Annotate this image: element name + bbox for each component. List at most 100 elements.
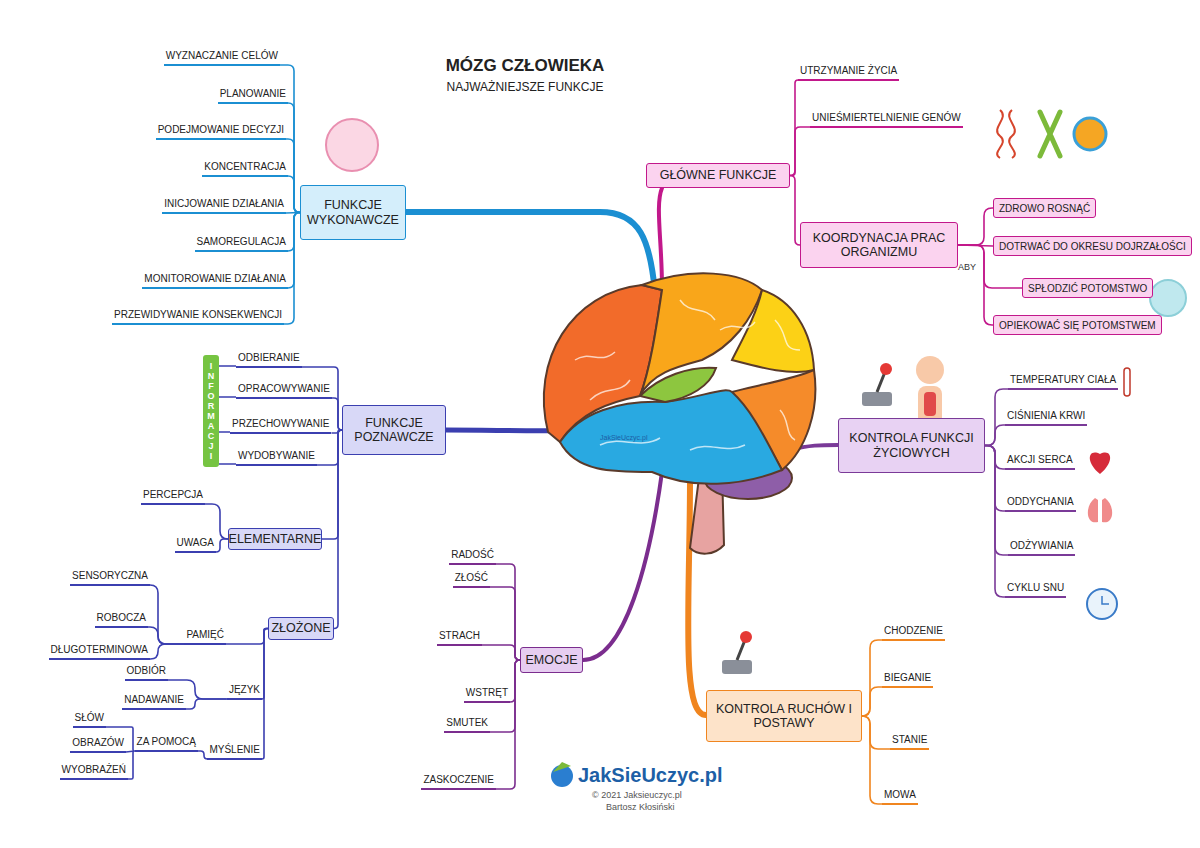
leaf-item: ROBOCZA <box>95 611 148 628</box>
text-label: ABY <box>958 262 976 272</box>
node-text: DŁUGOTERMINOWA <box>51 644 148 655</box>
node-text: INFORMACJI <box>206 361 216 461</box>
node-text: ZA POMOCĄ <box>137 736 196 747</box>
leaf-item: UWAGA <box>175 536 216 553</box>
heart-icon <box>1090 453 1110 474</box>
branch-connector <box>331 430 342 433</box>
leaf-item: MONITOROWANIE DZIAŁANIA <box>142 272 288 289</box>
node-text: OBRAZÓW <box>72 737 124 748</box>
brain-icon <box>326 119 378 171</box>
branch-connector <box>286 212 300 214</box>
branch-box: ZŁOŻONE <box>268 617 334 640</box>
info-bar: INFORMACJI <box>203 355 219 467</box>
body-icon-organs <box>924 392 936 416</box>
node-text: TEMPERATURY CIAŁA <box>1010 374 1116 385</box>
text-label: NAJWAŻNIEJSZE FUNKCJE <box>430 80 620 94</box>
branch-box: KONTROLA FUNKCJI ŻYCIOWYCH <box>838 418 985 473</box>
branch-connector <box>790 127 810 176</box>
branch-connector <box>334 430 342 629</box>
dna-icon <box>997 110 1015 158</box>
node-text: STANIE <box>892 734 927 745</box>
leaf-item: SMUTEK <box>444 716 490 733</box>
node-text: ROBOCZA <box>97 612 146 623</box>
node-text: PLANOWANIE <box>220 88 286 99</box>
leaf-item: UTRZYMANIE ŻYCIA <box>798 64 899 81</box>
leaf-item: ZA POMOCĄ <box>135 735 198 752</box>
branch-connector <box>216 539 228 552</box>
leaf-item: PRZECHOWYWANIE <box>230 417 331 434</box>
leaf-item: STRACH <box>437 629 482 646</box>
leaf-item: SENSORYCZNA <box>70 569 150 586</box>
branch-connector <box>186 699 227 709</box>
leaf-item: CYKLU SNU <box>1005 581 1066 598</box>
node-text: UTRZYMANIE ŻYCIA <box>800 65 897 76</box>
leaf-item: CHODZENIE <box>882 624 945 641</box>
leaf-item: STANIE <box>890 733 929 750</box>
clock-hands <box>1102 596 1109 604</box>
branch-connector <box>862 716 890 749</box>
leaf-item: BIEGANIE <box>882 671 933 688</box>
node-text: UNIEŚMIERTELNIENIE GENÓW <box>812 112 961 123</box>
branch-box: FUNKCJE WYKONAWCZE <box>300 185 406 240</box>
branch-connector <box>288 176 300 213</box>
leaf-item: PRZEWIDYWANIE KONSEKWENCJI <box>112 308 284 325</box>
goal-box: DOTRWAĆ DO OKRESU DOJRZAŁOŚCI <box>993 236 1192 256</box>
branch-connector <box>862 640 882 716</box>
leaf-item: OBRAZÓW <box>70 736 126 753</box>
leaf-item: PLANOWANIE <box>218 87 288 104</box>
branch-box: GŁÓWNE FUNKCJE <box>646 163 790 188</box>
leaf-item: PODEJMOWANIE DECYZJI <box>156 123 286 140</box>
leaf-item: ODDYCHANIA <box>1005 495 1076 512</box>
node-text: KONTROLA FUNKCJI ŻYCIOWYCH <box>844 431 979 460</box>
node-text: WYOBRAŻEŃ <box>62 764 126 775</box>
branch-box: ELEMENTARNE <box>228 528 322 550</box>
node-text: FUNKCJE POZNAWCZE <box>348 416 440 445</box>
node-text: KONCENTRACJA <box>204 161 286 172</box>
node-text: JĘZYK <box>229 684 260 695</box>
branch-box: FUNKCJE POZNAWCZE <box>342 405 446 455</box>
node-text: UWAGA <box>177 537 214 548</box>
node-text: INICJOWANIE DZIAŁANIA <box>164 198 284 209</box>
branch-connector <box>284 213 300 325</box>
branch-connector <box>958 245 993 246</box>
node-text: ZŁOŚĆ <box>455 572 488 583</box>
leaf-item: WYDOBYWANIE <box>236 449 317 466</box>
node-text: STRACH <box>439 630 480 641</box>
branch-connector <box>985 446 1005 512</box>
branch-connector <box>205 504 228 539</box>
baby-icon <box>1150 280 1186 316</box>
branch-connector <box>496 564 520 660</box>
goal-box: OPIEKOWAĆ SIĘ POTOMSTWEM <box>993 315 1162 335</box>
branch-connector <box>288 213 300 252</box>
leaf-item: DŁUGOTERMINOWA <box>49 643 150 660</box>
text-label: © 2021 Jaksieuczyc.pl <box>592 790 682 800</box>
joystick-stick <box>737 640 745 660</box>
node-text: ZDROWO ROSNĄĆ <box>999 203 1090 214</box>
branch-box: KONTROLA RUCHÓW I POSTAWY <box>706 690 862 742</box>
node-text: PRZEWIDYWANIE KONSEKWENCJI <box>114 309 282 320</box>
node-text: SAMOREGULACJA <box>197 236 286 247</box>
branch-box: KOORDYNACJA PRAC ORGANIZMU <box>800 222 958 268</box>
branch-line <box>406 212 655 292</box>
node-text: WSTRĘT <box>466 687 508 698</box>
node-text: SENSORYCZNA <box>72 570 148 581</box>
branch-connector <box>288 213 300 289</box>
parietal-lobe-rear <box>732 290 814 372</box>
joystick-icon <box>722 660 752 674</box>
node-text: PERCEPCJA <box>143 489 203 500</box>
branch-line <box>583 472 662 660</box>
node-text: WYDOBYWANIE <box>238 450 315 461</box>
insula <box>640 368 716 402</box>
node-text: ELEMENTARNE <box>229 532 322 546</box>
leaf-item: MOWA <box>882 788 918 805</box>
joystick-stick <box>877 372 885 392</box>
joystick-ball <box>880 363 892 375</box>
branch-connector <box>490 587 520 660</box>
node-text: EMOCJE <box>525 653 577 667</box>
branch-connector <box>150 644 184 659</box>
goal-box: SPŁODZIĆ POTOMSTWO <box>1022 278 1153 298</box>
node-text: SMUTEK <box>446 717 488 728</box>
leaf-item: RADOŚĆ <box>449 548 496 565</box>
leaf-item: ZŁOŚĆ <box>453 571 490 588</box>
